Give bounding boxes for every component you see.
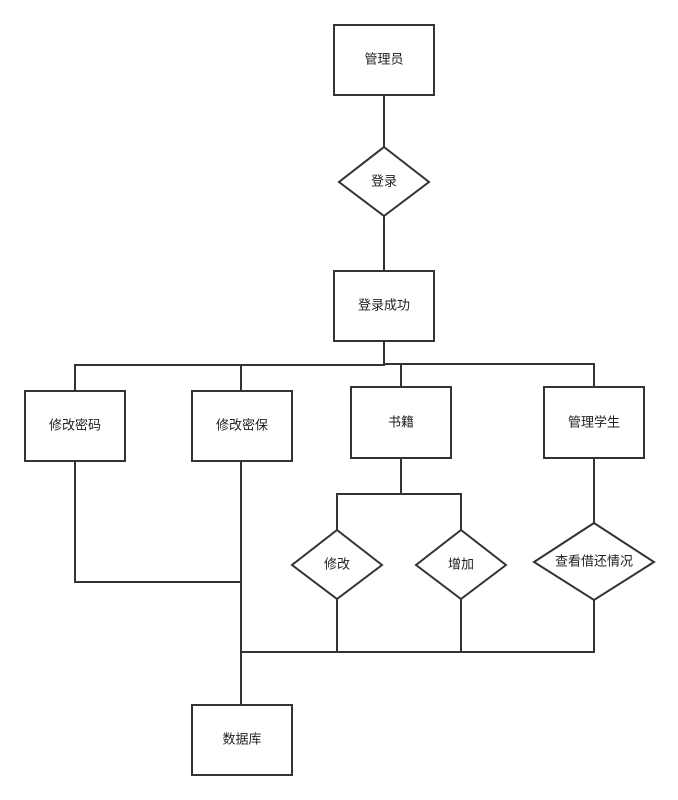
node-books: 书籍 xyxy=(350,386,452,459)
node-database-label: 数据库 xyxy=(222,732,261,748)
node-change-security-label: 修改密保 xyxy=(216,418,268,434)
decision-view-borrow-label: 查看借还情况 xyxy=(555,554,633,570)
node-change-password-label: 修改密码 xyxy=(49,418,101,434)
link-change-password-db xyxy=(74,461,241,583)
link-success-change-password xyxy=(74,341,385,391)
decision-add-label: 增加 xyxy=(448,558,474,573)
link-view-db xyxy=(241,600,595,653)
decision-modify: 修改 xyxy=(290,528,384,601)
link-books-modify xyxy=(336,458,402,530)
decision-view-borrow: 查看借还情况 xyxy=(532,521,656,602)
node-admin: 管理员 xyxy=(333,24,435,96)
decision-add: 增加 xyxy=(414,528,508,601)
decision-login-label: 登录 xyxy=(371,175,397,190)
decision-modify-label: 修改 xyxy=(324,558,350,573)
node-manage-students-label: 管理学生 xyxy=(568,415,620,431)
link-books-add xyxy=(401,493,462,530)
connectors xyxy=(74,95,595,705)
node-login-success: 登录成功 xyxy=(333,270,435,342)
node-change-password: 修改密码 xyxy=(24,390,126,462)
node-database: 数据库 xyxy=(191,704,293,776)
node-change-security: 修改密保 xyxy=(191,390,293,462)
node-login-success-label: 登录成功 xyxy=(358,299,410,314)
link-success-manage-students xyxy=(384,363,595,387)
node-manage-students: 管理学生 xyxy=(543,386,645,459)
decision-login: 登录 xyxy=(337,145,431,218)
node-admin-label: 管理员 xyxy=(364,53,403,68)
node-books-label: 书籍 xyxy=(388,415,414,431)
